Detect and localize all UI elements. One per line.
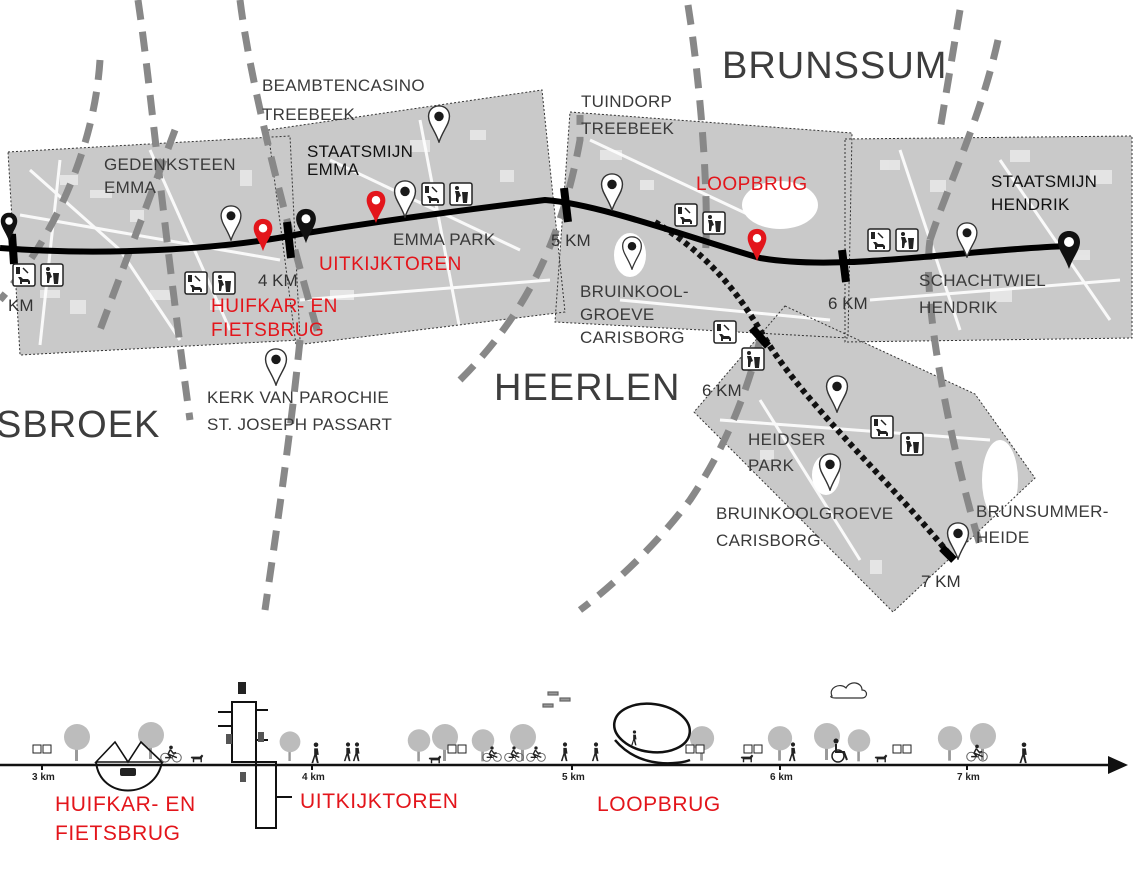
drone-icon	[542, 691, 571, 708]
dog-icon	[740, 754, 754, 763]
distance-km-partial: KM	[8, 296, 34, 315]
dog-waste-bin-icon	[870, 415, 894, 439]
distance-6km-branch: 6 KM	[702, 381, 742, 400]
cyclist-icon	[526, 746, 546, 762]
profile-tick-3km: 3 km	[32, 772, 55, 783]
trash-bin-icon	[741, 347, 765, 371]
dog-waste-bin-icon	[184, 271, 208, 295]
dog-icon	[190, 754, 204, 763]
dog-waste-bin-icon	[421, 182, 445, 206]
map-pin-icon[interactable]	[264, 348, 288, 386]
trash-bin-icon	[900, 432, 924, 456]
trash-bin-icon	[212, 271, 236, 295]
tree-icon	[432, 724, 458, 761]
profile-tick-7km: 7 km	[957, 772, 980, 783]
dog-icon	[428, 755, 442, 764]
trash-bin-icon	[449, 182, 473, 206]
tower-icon	[218, 682, 292, 829]
distance-5km: 5 KM	[551, 231, 591, 250]
runner-icon	[1019, 742, 1027, 764]
trash-bin-icon	[702, 211, 726, 235]
dog-icon	[874, 754, 888, 763]
dog-waste-bin-icon	[12, 263, 36, 287]
highlight-uitkijktoren: UITKIJKTOREN	[319, 254, 462, 275]
profile-tick-4km: 4 km	[302, 772, 325, 783]
tree-icon	[279, 731, 301, 761]
city-label-partial: SBROEK	[0, 404, 161, 446]
walker-icon	[631, 730, 637, 746]
route-profile	[0, 682, 1128, 829]
walker-icon	[560, 742, 568, 762]
place-emma-park: EMMA PARK	[393, 230, 496, 249]
distance-6km-main: 6 KM	[828, 294, 868, 313]
runner-icon	[311, 742, 319, 764]
tree-icon	[138, 722, 164, 759]
tree-icon	[689, 726, 715, 761]
city-label-heerlen: HEERLEN	[494, 367, 681, 409]
trash-bin-icon	[40, 263, 64, 287]
highlight-loopbrug: LOOPBRUG	[696, 174, 808, 195]
profile-tick-6km: 6 km	[770, 772, 793, 783]
profile-label-loopbrug: LOOPBRUG	[597, 793, 721, 816]
walker-icon	[352, 742, 360, 762]
tree-icon	[64, 724, 90, 761]
runner-icon	[591, 742, 599, 762]
profile-tick-5km: 5 km	[562, 772, 585, 783]
tree-icon	[767, 726, 793, 761]
dog-waste-bin-icon	[867, 228, 891, 252]
dog-waste-bin-icon	[713, 320, 737, 344]
profile-label-uitkijktoren: UITKIJKTOREN	[300, 790, 459, 813]
walker-icon	[343, 742, 351, 762]
wheelchair-icon	[831, 738, 848, 763]
cloud-icon	[830, 682, 868, 699]
tree-icon	[847, 729, 871, 762]
dog-waste-bin-icon	[674, 203, 698, 227]
trash-bin-icon	[895, 228, 919, 252]
distance-4km: 4 KM	[258, 271, 298, 290]
cyclist-icon	[160, 745, 182, 763]
distance-7km: 7 KM	[921, 572, 961, 591]
tree-icon	[937, 726, 963, 761]
tree-icon	[970, 723, 996, 760]
tree-icon	[407, 729, 431, 762]
place-brunsummerheide: BRUNSUMMER-HEIDE	[976, 502, 1109, 547]
city-label-brunssum: BRUNSSUM	[722, 45, 948, 87]
